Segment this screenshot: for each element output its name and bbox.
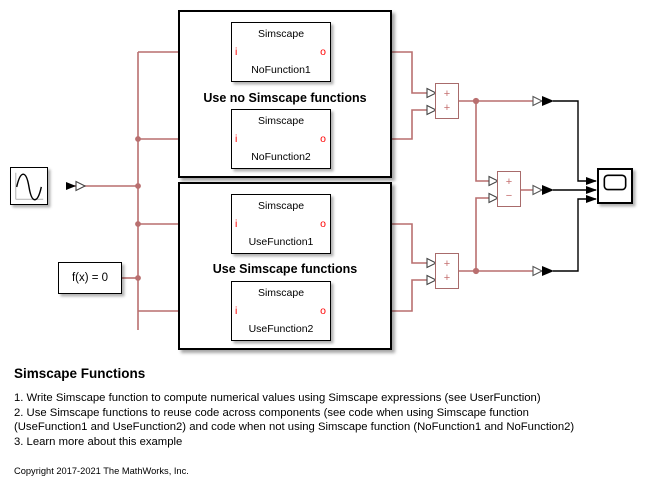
block-title: Simscape — [257, 28, 305, 40]
output-port-label: o — [320, 217, 326, 230]
solver-configuration-block[interactable]: f(x) = 0 — [58, 262, 122, 294]
block-title: Simscape — [257, 287, 305, 299]
subsystem-label-use-simscape: Use Simscape functions — [212, 262, 358, 276]
sine-wave-source[interactable] — [10, 167, 48, 205]
sum-sign-2: − — [505, 190, 513, 202]
input-port-label: i — [235, 304, 238, 317]
sum-sign-1: + — [443, 258, 451, 270]
description-panel: Simscape Functions 1. Write Simscape fun… — [14, 366, 634, 476]
page-title: Simscape Functions — [14, 366, 146, 381]
block-diagram: f(x) = 0 Simscape i o NoFunction1 Use no… — [10, 10, 633, 350]
block-name: NoFunction1 — [251, 64, 311, 76]
subtract-block-middle[interactable]: + − — [497, 171, 521, 207]
doc-line-2: 2. Use Simscape functions to reuse code … — [14, 406, 529, 419]
input-port-label: i — [235, 45, 238, 58]
sum-sign-1: + — [505, 176, 513, 188]
sum-block-top[interactable]: + + — [435, 83, 459, 119]
block-usefunction1[interactable]: Simscape i o UseFunction1 — [231, 194, 331, 254]
copyright-notice: Copyright 2017-2021 The MathWorks, Inc. — [14, 466, 189, 476]
sine-wave-icon — [15, 172, 44, 201]
subsystem-label-no-simscape: Use no Simscape functions — [203, 91, 367, 105]
output-port-label: o — [320, 132, 326, 145]
input-port-label: i — [235, 132, 238, 145]
block-title: Simscape — [257, 115, 305, 127]
input-port-label: i — [235, 217, 238, 230]
sum-sign-2: + — [443, 272, 451, 284]
output-port-label: o — [320, 304, 326, 317]
sum-sign-2: + — [443, 102, 451, 114]
solver-label: f(x) = 0 — [71, 272, 109, 284]
block-nofunction2[interactable]: Simscape i o NoFunction2 — [231, 109, 331, 169]
block-nofunction1[interactable]: Simscape i o NoFunction1 — [231, 22, 331, 82]
block-title: Simscape — [257, 200, 305, 212]
scope-block[interactable] — [597, 168, 633, 204]
block-name: UseFunction1 — [248, 236, 314, 248]
block-name: UseFunction2 — [248, 323, 314, 335]
scope-screen-icon — [603, 174, 627, 191]
sum-sign-1: + — [443, 88, 451, 100]
output-port-label: o — [320, 45, 326, 58]
doc-line-4[interactable]: 3. Learn more about this example — [14, 435, 183, 448]
block-name: NoFunction2 — [251, 151, 311, 163]
block-usefunction2[interactable]: Simscape i o UseFunction2 — [231, 281, 331, 341]
doc-line-3: (UseFunction1 and UseFunction2) and code… — [14, 421, 575, 433]
doc-line-1: 1. Write Simscape function to compute nu… — [14, 392, 541, 404]
sum-block-bottom[interactable]: + + — [435, 253, 459, 289]
